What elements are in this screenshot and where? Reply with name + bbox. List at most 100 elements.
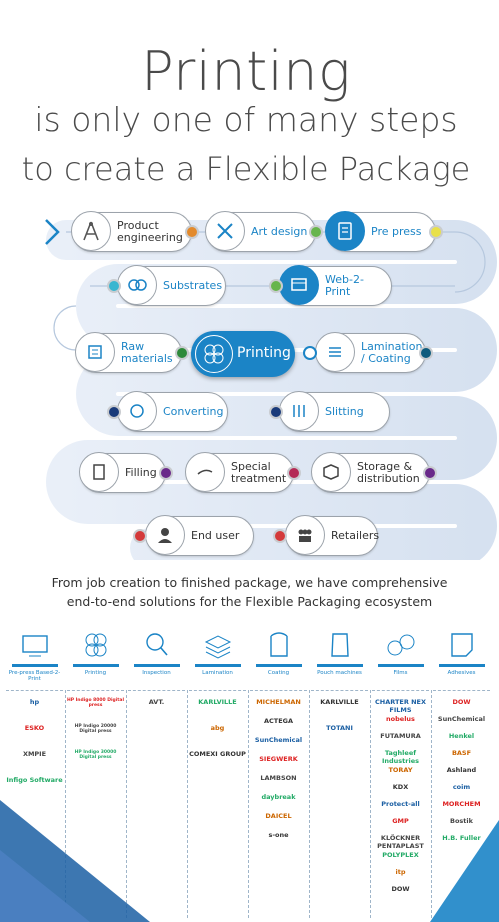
step-label: Product engineering xyxy=(117,219,183,244)
connector-dot xyxy=(133,529,147,543)
logo-coating: SIEGWERK xyxy=(259,755,298,763)
connector-dot xyxy=(175,346,189,360)
column-divider xyxy=(431,690,432,918)
refresh-icon xyxy=(117,391,157,431)
logo-adhesives: Henkel xyxy=(448,732,475,740)
pencil-ruler-icon xyxy=(205,211,245,251)
corner-decoration xyxy=(0,800,499,922)
connector-dot xyxy=(185,225,199,239)
column-separator xyxy=(372,690,429,691)
column-label: Inspection xyxy=(142,670,171,676)
column-bar xyxy=(12,664,58,667)
logo-adhesives: Bostik xyxy=(450,817,473,825)
connector-dot xyxy=(107,279,121,293)
connector-dot xyxy=(107,405,121,419)
logo-printing: HP Indigo 20000 Digital press xyxy=(74,724,117,734)
column-divider xyxy=(248,690,249,918)
logo-coating: daybreak xyxy=(261,793,296,801)
logo-printing: HP Indigo 8000 Digital press xyxy=(67,698,125,708)
connector-dot xyxy=(269,279,283,293)
step-label: Special treatment xyxy=(231,460,287,485)
step-converting: Converting xyxy=(107,391,228,432)
column-label: Adhesives xyxy=(447,670,476,676)
magnifier-icon xyxy=(128,628,185,662)
logo-prepress: Infigo Software xyxy=(6,776,63,784)
step-lamination: Lamination / Coating xyxy=(303,332,433,373)
logo-films: KLÖCKNER PENTAPLAST xyxy=(377,834,424,850)
column-separator xyxy=(128,690,185,691)
connector-dot xyxy=(273,529,287,543)
people-icon xyxy=(285,515,325,555)
step-label: Web-2-Print xyxy=(325,273,364,298)
connector-dot xyxy=(159,466,173,480)
step-art-design: Art design xyxy=(205,211,323,252)
step-label: Slitting xyxy=(325,405,364,418)
logo-films: FUTAMURA xyxy=(380,732,421,740)
pouch-icon xyxy=(311,628,368,662)
column-bar xyxy=(256,664,302,667)
column-divider xyxy=(187,690,188,918)
logo-coating: DAICEL xyxy=(265,812,292,820)
monitor-icon xyxy=(6,628,63,662)
step-retailers: Retailers xyxy=(273,515,380,556)
user-icon xyxy=(145,515,185,555)
logo-adhesives: DOW xyxy=(452,698,471,706)
logo-adhesives: H.B. Fuller xyxy=(442,834,481,842)
connector-dot xyxy=(287,466,301,480)
column-divider xyxy=(65,690,66,918)
step-label: Substrates xyxy=(163,279,223,292)
logo-films: Taghleef Industries xyxy=(381,749,419,765)
column-bar xyxy=(73,664,119,667)
bucket-icon xyxy=(250,628,307,662)
filling-icon xyxy=(79,452,119,492)
logo-printing: HP Indigo 30000 Digital press xyxy=(74,750,117,760)
logo-adhesives: SunChemical xyxy=(437,715,486,723)
rolls-icon xyxy=(117,265,157,305)
column-separator xyxy=(6,690,63,691)
logo-adhesives: BASF xyxy=(451,749,472,757)
cmyk-icon xyxy=(67,628,124,662)
column-label: Films xyxy=(393,670,408,676)
column-divider xyxy=(370,690,371,918)
step-label: Raw materials xyxy=(121,340,173,365)
connector-dot xyxy=(423,466,437,480)
logo-coating: ACTEGA xyxy=(263,717,294,725)
logo-lamination: KARLVILLE xyxy=(198,698,237,706)
step-slitting: Slitting xyxy=(269,391,390,432)
column-printing: Printing HP Indigo 8000 Digital press HP I… xyxy=(67,628,124,918)
step-raw-materials: Raw materials xyxy=(75,332,189,373)
rolls-icon xyxy=(372,628,429,662)
step-special-treatment: Special treatment xyxy=(185,452,301,493)
column-separator xyxy=(433,690,490,691)
logo-pouch: KARLVILLE xyxy=(320,698,359,706)
step-product-engineering: Product engineering xyxy=(71,211,199,252)
column-divider xyxy=(309,690,310,918)
step-label: Converting xyxy=(163,405,224,418)
subtitle: From job creation to finished package, w… xyxy=(0,573,499,611)
logo-lamination: COMEXI GROUP xyxy=(189,750,246,758)
title-line-2: is only one of many steps xyxy=(34,100,458,139)
logo-films: KDX xyxy=(392,783,409,791)
subtitle-line-1: From job creation to finished package, w… xyxy=(51,575,448,590)
column-label: Printing xyxy=(84,670,107,676)
cmyk-icon xyxy=(195,335,233,373)
logo-coating: s-one xyxy=(268,831,289,839)
logo-films: Protect-all xyxy=(381,800,420,808)
connector-dot xyxy=(419,346,433,360)
step-label: Retailers xyxy=(331,529,380,542)
logo-films: GMP xyxy=(392,817,409,825)
column-label: Lamination xyxy=(202,670,233,676)
logo-films: TORAY xyxy=(388,766,413,774)
column-bar xyxy=(134,664,180,667)
logo-lamination: abg xyxy=(210,724,225,732)
connector-dot xyxy=(309,225,323,239)
logo-films: DOW xyxy=(391,885,410,893)
logo-films: POLYPLEX xyxy=(382,851,419,859)
logo-coating: SunChemical xyxy=(254,736,303,744)
column-label: Pre-press Based-2-Print xyxy=(8,670,61,682)
logo-prepress: hp xyxy=(29,698,40,706)
